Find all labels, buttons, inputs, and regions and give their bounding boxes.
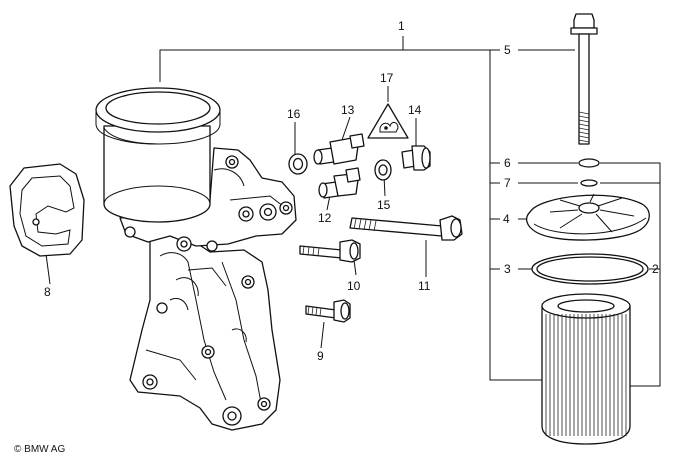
seal-ring-15 [374,159,392,181]
bolt-11 [349,215,463,241]
callout-17: 17 [380,71,394,85]
copyright-notice: © BMW AG [14,444,66,455]
callout-1: 1 [398,19,405,33]
seal-ring-3 [531,253,649,285]
callout-2: 2 [652,262,659,276]
bolt-9 [305,299,351,323]
callout-4: 4 [503,212,510,226]
callout-12: 12 [318,211,332,225]
callout-8: 8 [44,285,51,299]
oil-sensor-12 [318,167,361,199]
housing-gasket [9,163,85,257]
callout-6: 6 [504,156,511,170]
oil-sensor-13 [313,133,365,165]
leader-lines [45,36,661,387]
callout-3: 3 [504,262,511,276]
filter-cover-4 [525,193,650,241]
seal-ring-16 [288,153,308,175]
callout-9: 9 [317,349,324,363]
callout-16: 16 [287,107,301,121]
callout-14: 14 [408,103,422,117]
bolt-10 [299,239,361,263]
o-ring-6 [578,158,600,168]
oil-filter-housing [95,87,297,431]
filter-element-2 [541,293,631,445]
long-bolt [570,13,598,145]
callout-11: 11 [418,279,431,293]
callout-5: 5 [504,43,511,57]
warning-label-17 [367,103,409,139]
o-ring-7 [580,179,598,187]
callout-labels: 1 2 3 4 5 6 7 8 9 10 11 12 13 14 15 16 1… [44,19,659,363]
callout-13: 13 [341,103,355,117]
callout-10: 10 [347,279,361,293]
callout-7: 7 [504,176,511,190]
callout-15: 15 [377,198,391,212]
plug-14 [401,145,431,171]
